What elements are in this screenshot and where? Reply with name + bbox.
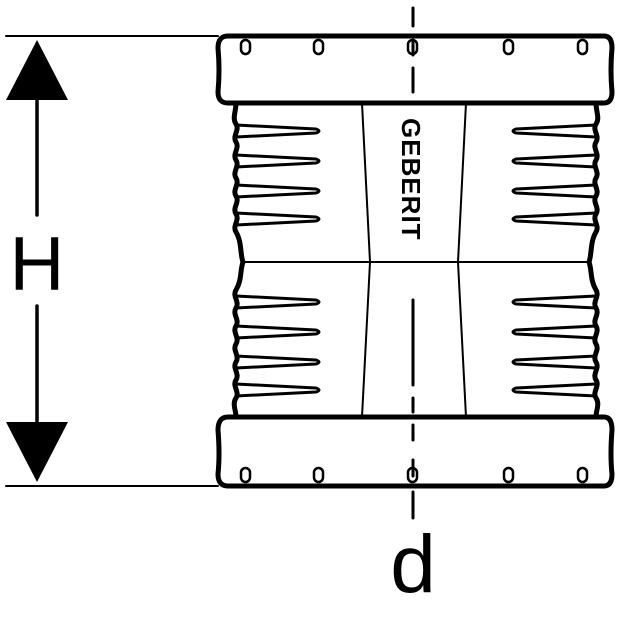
arrowhead-down [6,422,68,482]
height-label: H [10,222,65,307]
height-dimension [6,40,68,482]
ribs-left-upper [234,123,321,227]
arrowhead-up [6,40,68,100]
collar-slots-top [239,38,589,56]
bottom-collar [215,414,615,489]
ribs-right-lower [511,294,598,398]
brand-logo: GEBERIT [396,118,426,241]
label-panel [361,102,467,418]
body-right-side [586,100,601,420]
diameter-label: d [390,519,436,610]
ribs-left-lower [234,294,321,398]
body-left-side [231,100,246,420]
ribs-right-upper [511,123,598,227]
top-collar [215,33,615,106]
collar-slots-bottom [239,466,589,484]
